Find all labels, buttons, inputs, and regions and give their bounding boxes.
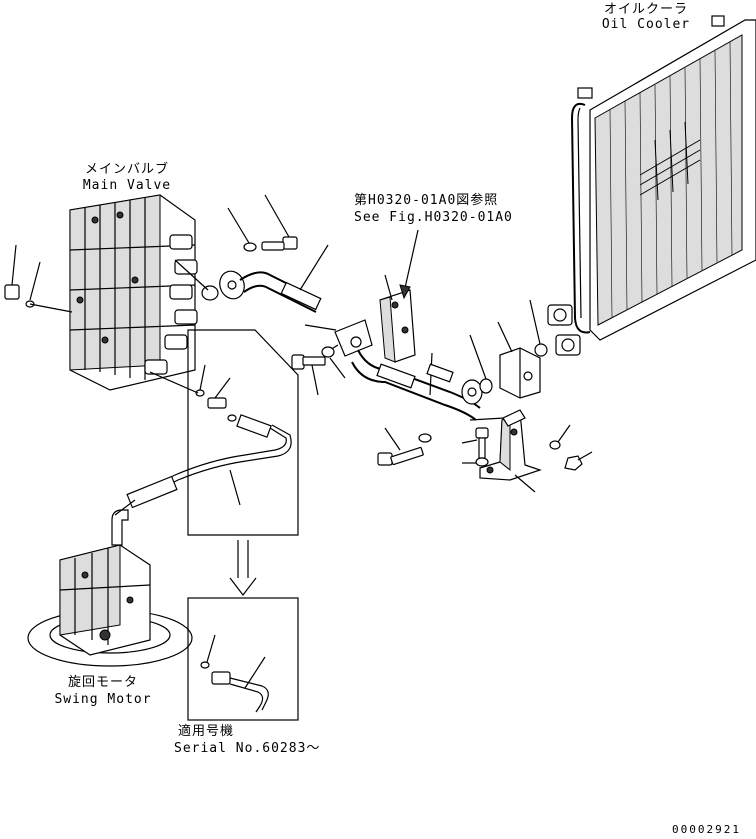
oil-cooler[interactable] — [547, 15, 756, 356]
reference-arrow — [399, 229, 419, 300]
drawing-number: 00002921 — [672, 823, 741, 836]
detail-box-current — [187, 329, 299, 536]
drain-hose[interactable] — [114, 414, 292, 516]
change-arrow — [229, 540, 257, 596]
pipe-flange-bolt[interactable] — [227, 194, 298, 252]
swing-motor[interactable] — [27, 509, 193, 667]
long-bolt[interactable] — [377, 427, 432, 466]
swing-motor-label-en: Swing Motor — [54, 692, 152, 707]
valve-left-fitting[interactable] — [4, 244, 73, 313]
cooler-flange-block[interactable] — [497, 321, 541, 399]
clamp-bolt[interactable] — [291, 346, 346, 396]
pipe-clamp[interactable] — [304, 319, 373, 357]
reference-figure-label-en: See Fig.H0320-01A0 — [354, 210, 513, 225]
support-bracket[interactable] — [479, 411, 542, 493]
hose-leader — [229, 469, 241, 506]
cooler-port-oring[interactable] — [469, 334, 493, 394]
main-valve-label-jp: メインバルブ — [84, 162, 169, 177]
return-pipe-lower[interactable] — [351, 349, 483, 421]
main-valve[interactable] — [69, 194, 198, 391]
serial-label-jp: 適用号機 — [178, 724, 235, 739]
bracket-bolt[interactable] — [461, 427, 489, 467]
pipe-bracket[interactable] — [379, 274, 416, 363]
hose-adapter[interactable] — [149, 364, 237, 422]
main-valve-label-en: Main Valve — [82, 178, 172, 193]
new-hose-fitting[interactable] — [200, 634, 269, 713]
oil-cooler-label-jp: オイルクーラ — [603, 2, 688, 17]
serial-label-en: Serial No.60283～ — [174, 741, 321, 756]
detail-box-serial — [187, 597, 299, 721]
swing-motor-label-jp: 旋回モータ — [67, 675, 138, 690]
return-pipe-upper[interactable] — [216, 244, 329, 313]
cooler-oring[interactable] — [529, 299, 548, 357]
valve-port-oring[interactable] — [174, 259, 219, 301]
bracket-nut[interactable] — [549, 424, 593, 471]
oil-cooler-label-en: Oil Cooler — [601, 17, 691, 32]
bracket-plate[interactable] — [469, 409, 526, 427]
reference-figure-label-jp: 第H0320-01A0図参照 — [354, 193, 499, 208]
